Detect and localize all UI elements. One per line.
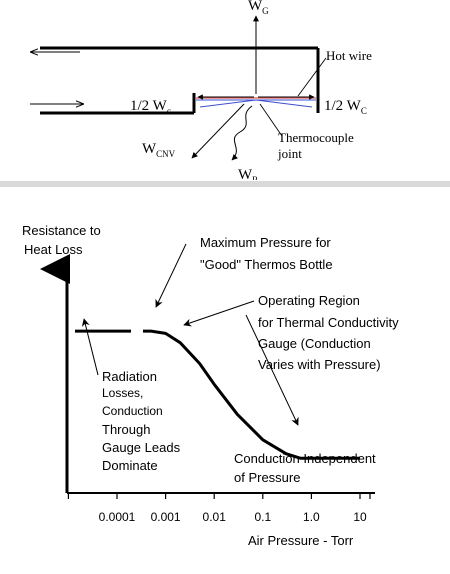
y-axis-label-line2: Heat Loss [24, 242, 83, 257]
wr-radiation-arrow [231, 105, 253, 161]
radiation-annotation-line1: Radiation [102, 369, 157, 384]
x-tick-label: 0.01 [203, 510, 227, 524]
thermocouple-lead-1 [199, 99, 257, 108]
max-pressure-annotation-line1: Maximum Pressure for [200, 235, 331, 250]
wcnv-label: WCNV [142, 141, 176, 159]
x-tick-label: 0.1 [254, 510, 271, 524]
operating-annotation-line1: Operating Region [258, 293, 360, 308]
operating-annotation-line2: for Thermal Conductivity [258, 315, 399, 330]
y-axis-label-line1: Resistance to [22, 223, 101, 238]
resistance-curve [75, 329, 360, 460]
conduction-annotation-line2: of Pressure [234, 470, 300, 485]
x-axis-ticks: 0.0001 0.001 0.01 0.1 1.0 10 [67, 493, 371, 524]
x-tick-label: 10 [353, 510, 367, 524]
half-wc-right-label: 1/2 WC [324, 98, 367, 116]
thermocouple-lead-2 [255, 99, 313, 108]
radiation-annotation-line4: Through [102, 422, 150, 437]
x-tick-label: 0.001 [151, 510, 181, 524]
radiation-annotation-line6: Dominate [102, 458, 158, 473]
radiation-arrow [81, 318, 99, 376]
operating-arrow-2 [245, 314, 299, 426]
conduction-annotation-line1: Conduction Independent [234, 451, 376, 466]
x-tick-label: 1.0 [303, 510, 320, 524]
thermocouple-label-line1: Thermocouple [278, 130, 354, 145]
operating-annotation-line3: Gauge (Conduction [258, 336, 371, 351]
radiation-annotation-line2: Losses, [102, 386, 143, 400]
hot-wire-diagram: WG Hot wire 1/2 Wc 1/2 WC WCNV Thermocou… [0, 0, 450, 180]
thermocouple-label-line2: joint [277, 146, 302, 161]
hot-wire-pointer [297, 57, 327, 97]
hot-wire-diagram-svg: WG Hot wire 1/2 Wc 1/2 WC WCNV Thermocou… [30, 0, 372, 180]
wr-label: WR [238, 167, 258, 180]
x-axis-label: Air Pressure - Torr [248, 533, 354, 548]
operating-arrow-1 [183, 300, 255, 327]
x-tick-label: 0.0001 [99, 510, 136, 524]
panel-divider [0, 181, 450, 187]
wg-label: WG [248, 0, 269, 16]
operating-annotation-line4: Varies with Pressure) [258, 357, 381, 372]
hot-wire-label: Hot wire [326, 48, 372, 63]
wcnv-arrow [191, 103, 245, 159]
thermocouple-pointer [259, 103, 283, 137]
max-pressure-annotation-line2: "Good" Thermos Bottle [200, 257, 333, 272]
half-wc-left-label: 1/2 Wc [130, 98, 171, 116]
max-pressure-arrow [155, 243, 187, 308]
radiation-annotation-line3: Conduction [102, 404, 163, 418]
radiation-annotation-line5: Gauge Leads [102, 440, 181, 455]
